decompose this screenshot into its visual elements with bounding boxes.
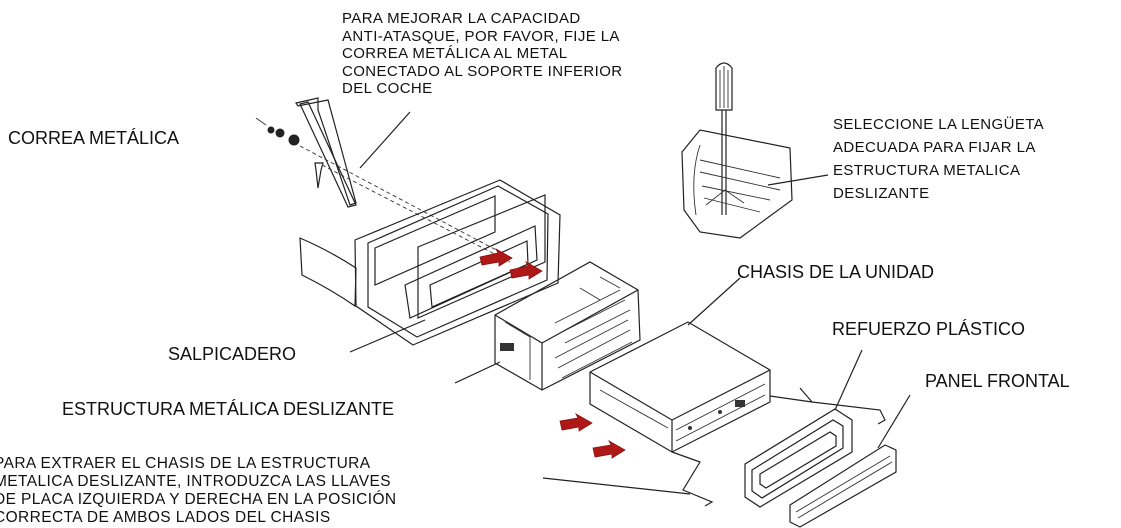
note-line: ANTI-ATASQUE, POR FAVOR, FIJE LA: [342, 27, 620, 45]
screwdriver-tab-illustration: [681, 62, 793, 239]
note-line: CORRECTA DE AMBOS LADOS DEL CHASIS: [0, 509, 331, 526]
release-keys-illustration: [671, 387, 886, 507]
note-line: ADECUADA PARA FIJAR LA: [833, 139, 1036, 156]
plastic-reinforcement-illustration: [744, 408, 853, 508]
note-line: ESTRUCTURA METALICA: [833, 162, 1021, 179]
front-panel-label: PANEL FRONTAL: [925, 371, 1070, 391]
dashboard-illustration: [299, 179, 561, 346]
note-line: METALICA DESLIZANTE, INTRODUZCA LAS LLAV…: [0, 473, 391, 490]
metal-strap-leader: [359, 111, 411, 169]
removal-instruction-note: PARA EXTRAER EL CHASIS DE LA ESTRUCTURA …: [0, 455, 397, 527]
strap-instruction-note: PARA MEJORAR LA CAPACIDAD ANTI-ATASQUE, …: [342, 10, 623, 98]
dashboard-label: SALPICADERO: [168, 344, 297, 364]
plastic-reinforcement-leader: [834, 349, 863, 411]
note-line: DE PLACA IZQUIERDA Y DERECHA EN LA POSIC…: [0, 491, 397, 508]
dashboard-leader: [349, 319, 426, 353]
sliding-frame-label: ESTRUCTURA METÁLICA DESLIZANTE: [62, 399, 395, 419]
plastic-reinforcement-label: REFUERZO PLÁSTICO: [832, 319, 1026, 339]
sliding-frame-leader: [454, 361, 501, 384]
tab-note-leader: [767, 174, 829, 186]
sliding-frame-illustration: [494, 261, 641, 391]
insert-arrows: [479, 248, 626, 459]
tab-instruction-note: SELECCIONE LA LENGÜETA ADECUADA PARA FIJ…: [833, 113, 1044, 205]
unit-chassis-label: CHASIS DE LA UNIDAD: [737, 262, 935, 282]
note-line: CORREA METÁLICA AL METAL: [342, 45, 568, 62]
front-panel-leader: [877, 394, 911, 449]
note-line: DEL COCHE: [342, 80, 433, 97]
metal-strap-label: CORREA METÁLICA: [8, 128, 180, 148]
note-line: CONECTADO AL SOPORTE INFERIOR: [342, 62, 623, 80]
note-line: PARA EXTRAER EL CHASIS DE LA ESTRUCTURA: [0, 455, 371, 472]
release-keys-leader: [542, 477, 691, 495]
note-line: PARA MEJORAR LA CAPACIDAD: [342, 10, 581, 27]
metal-strap-illustration: [255, 97, 511, 263]
note-line: DESLIZANTE: [833, 185, 930, 202]
unit-chassis-leader: [687, 277, 741, 326]
note-line: SELECCIONE LA LENGÜETA: [833, 116, 1045, 133]
front-panel-illustration: [789, 444, 897, 528]
unit-chassis-illustration: [589, 321, 771, 453]
